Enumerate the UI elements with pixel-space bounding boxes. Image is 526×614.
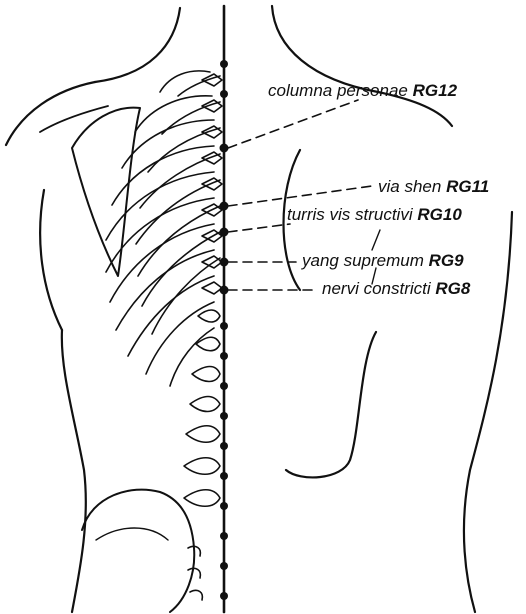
label-rg10: turris vis structivi RG10 (287, 206, 462, 223)
point-code: RG9 (429, 251, 464, 270)
neck-right-outline (272, 6, 452, 126)
point-name: turris vis structivi (287, 205, 413, 224)
right-back-outline (464, 212, 512, 612)
point-name: yang supremum (302, 251, 424, 270)
label-rg8: nervi constricti RG8 (322, 280, 470, 297)
leader-rg10 (228, 224, 290, 232)
point-name: via shen (378, 177, 441, 196)
right-lumbar-curve (286, 332, 376, 477)
neck-left-outline (95, 8, 180, 82)
pelvis-outline (82, 490, 194, 612)
point-code: RG11 (446, 177, 489, 196)
label-rg9: yang supremum RG9 (302, 252, 464, 269)
point-code: RG8 (435, 279, 470, 298)
left-waist-outline (62, 330, 86, 612)
acupoint-rg9 (220, 258, 229, 267)
point-code: RG10 (417, 205, 461, 224)
acupoint-rg10 (220, 228, 229, 237)
point-code: RG12 (413, 81, 457, 100)
left-arm-outline (40, 190, 62, 330)
label-rg11: via shen RG11 (378, 178, 489, 195)
acupoint-rg11 (220, 202, 229, 211)
point-name: columna personae (268, 81, 408, 100)
leader-rg12 (228, 100, 358, 148)
point-name: nervi constricti (322, 279, 431, 298)
acupoint-rg12 (220, 144, 229, 153)
leader-rg11 (228, 186, 372, 206)
label-rg12: columna personae RG12 (268, 82, 457, 99)
scapula-outline (72, 108, 140, 276)
acupoint-rg8 (220, 286, 229, 295)
